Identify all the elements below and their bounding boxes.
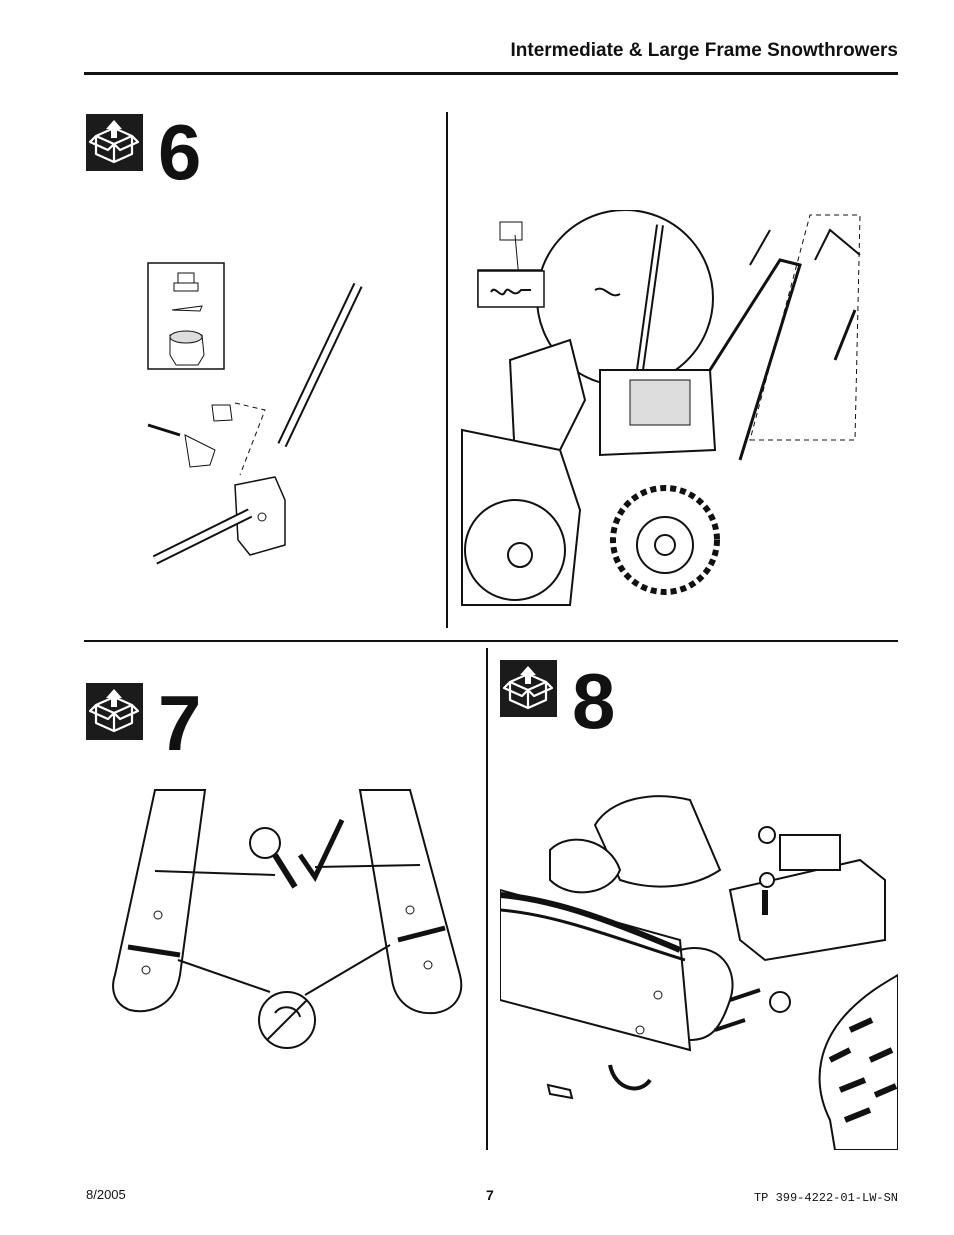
header-rule [84, 72, 898, 75]
step-8-number: 8 [572, 657, 616, 745]
page-header-title: Intermediate & Large Frame Snowthrowers [510, 40, 899, 61]
step-6-snowthrower-illustration [461, 210, 900, 608]
footer-doc-id: TP 399-4222-01-LW-SN [753, 1191, 898, 1205]
step-7-parts-box-icon [86, 683, 143, 740]
step-6-number: 6 [158, 108, 202, 196]
step-8-parts-box-icon [500, 660, 557, 717]
step-8-wiring-illustration [500, 795, 898, 1150]
step-6-hairpin-callout [477, 270, 545, 308]
footer-date: 8/2005 [86, 1187, 126, 1202]
step-6-parts-box-icon [86, 114, 143, 171]
divider-horizontal [84, 640, 898, 642]
footer-page-number: 7 [486, 1187, 494, 1203]
divider-vertical-bottom [486, 648, 488, 1150]
step-7-number: 7 [158, 679, 202, 767]
step-6-hardware-illustration [147, 262, 363, 565]
step-7-handle-illustration [112, 789, 463, 1049]
divider-vertical-top [446, 112, 448, 628]
